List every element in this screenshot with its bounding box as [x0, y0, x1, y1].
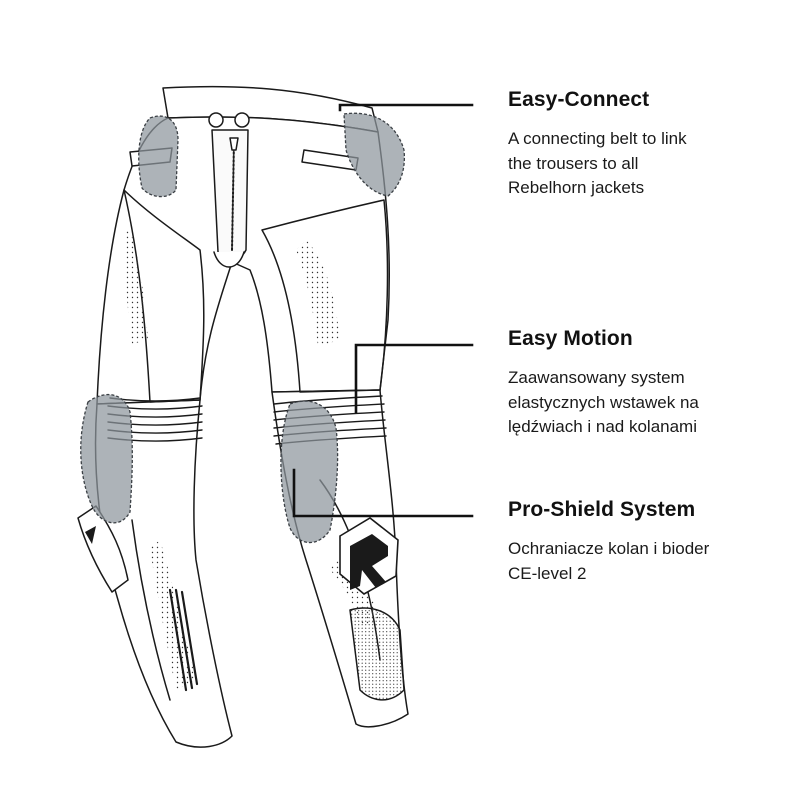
waist-button-left	[208, 112, 224, 128]
leader-line-pro-shield	[292, 468, 474, 518]
rebelhorn-logo-icon	[339, 517, 399, 595]
shin-panel-left	[131, 519, 171, 701]
feature-title: Pro-Shield System	[508, 498, 696, 521]
perforation-thigh-left	[124, 230, 148, 344]
feature-description: A connecting belt to link the trousers t…	[508, 129, 687, 197]
feature-easy-motion: Easy Motion Zaawansowany system elastycz…	[508, 326, 788, 440]
feature-title: Easy Motion	[508, 327, 633, 350]
waist-button-right	[234, 112, 250, 128]
slider-left	[77, 505, 129, 593]
feature-easy-connect: Easy-Connect A connecting belt to link t…	[508, 87, 788, 201]
leader-lines	[292, 103, 474, 518]
hip-protector-left	[138, 115, 179, 198]
feature-description: Zaawansowany system elastycznych wstawek…	[508, 368, 699, 436]
zipper	[231, 139, 235, 251]
leader-line-easy-connect	[338, 103, 474, 112]
fly-panel	[211, 129, 249, 260]
feature-description: Ochraniacze kolan i bioder CE-level 2	[508, 539, 710, 583]
hip-protector-right	[343, 112, 406, 197]
perforation-thigh-right	[296, 240, 340, 346]
thigh-panel-right	[261, 199, 389, 393]
leader-line-easy-motion	[354, 343, 474, 414]
feature-title: Easy-Connect	[508, 88, 650, 111]
knee-protector-right	[280, 400, 339, 544]
knee-protector-left	[80, 393, 133, 524]
vent-stripes-left	[168, 588, 199, 692]
feature-pro-shield-system: Pro-Shield System Ochraniacze kolan i bi…	[508, 497, 788, 586]
